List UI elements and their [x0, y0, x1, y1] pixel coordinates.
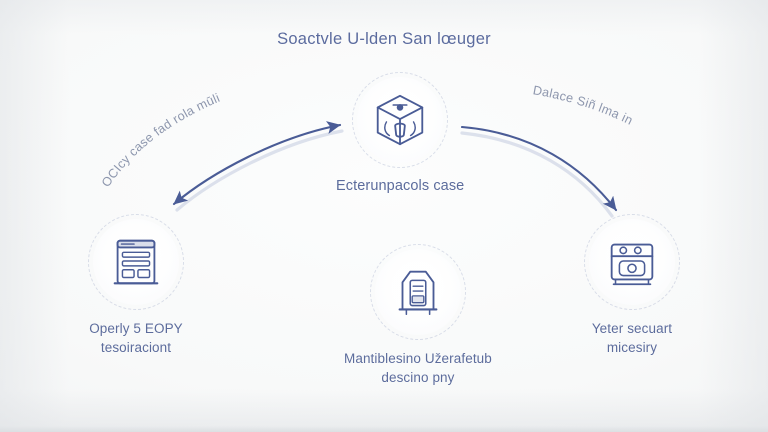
node-center-ring [369, 244, 466, 340]
machine-appliance-icon [601, 231, 663, 293]
connector-left-caption-text: OCIcy case fad rola mūli [99, 91, 222, 190]
document-form-icon [105, 231, 167, 293]
page-title: Soactvle U-lden San lœuger [277, 30, 491, 48]
node-hub-label: Ecterunpacols case [336, 178, 465, 194]
node-right-ring [584, 214, 680, 310]
node-right[interactable]: Yeter secuart micesiry [584, 214, 680, 357]
node-right-label: Yeter secuart micesiry [591, 321, 673, 355]
node-center-label: Mantiblesino Užerafetub descino pny [344, 351, 492, 385]
connector-right-caption: Dalace Siñ lma in [532, 83, 635, 128]
node-left-ring [88, 214, 184, 310]
node-left[interactable]: Operly 5 EOPY tesoiraciont [88, 214, 184, 357]
node-left-label: Operly 5 EOPY tesoiraciont [89, 321, 183, 355]
node-hub-ring [352, 72, 449, 168]
connector-right-caption-text: Dalace Siñ lma in [532, 83, 635, 128]
server-printer-icon [387, 261, 449, 323]
cube-box-icon [369, 89, 431, 151]
connector-left: OCIcy case fad rola mūli [99, 91, 344, 212]
connector-left-caption: OCIcy case fad rola mūli [99, 91, 222, 190]
node-center[interactable]: Mantiblesino Užerafetub descino pny [344, 244, 492, 387]
node-hub[interactable]: Ecterunpacols case [336, 72, 464, 196]
connector-right: Dalace Siñ lma in [460, 83, 635, 218]
